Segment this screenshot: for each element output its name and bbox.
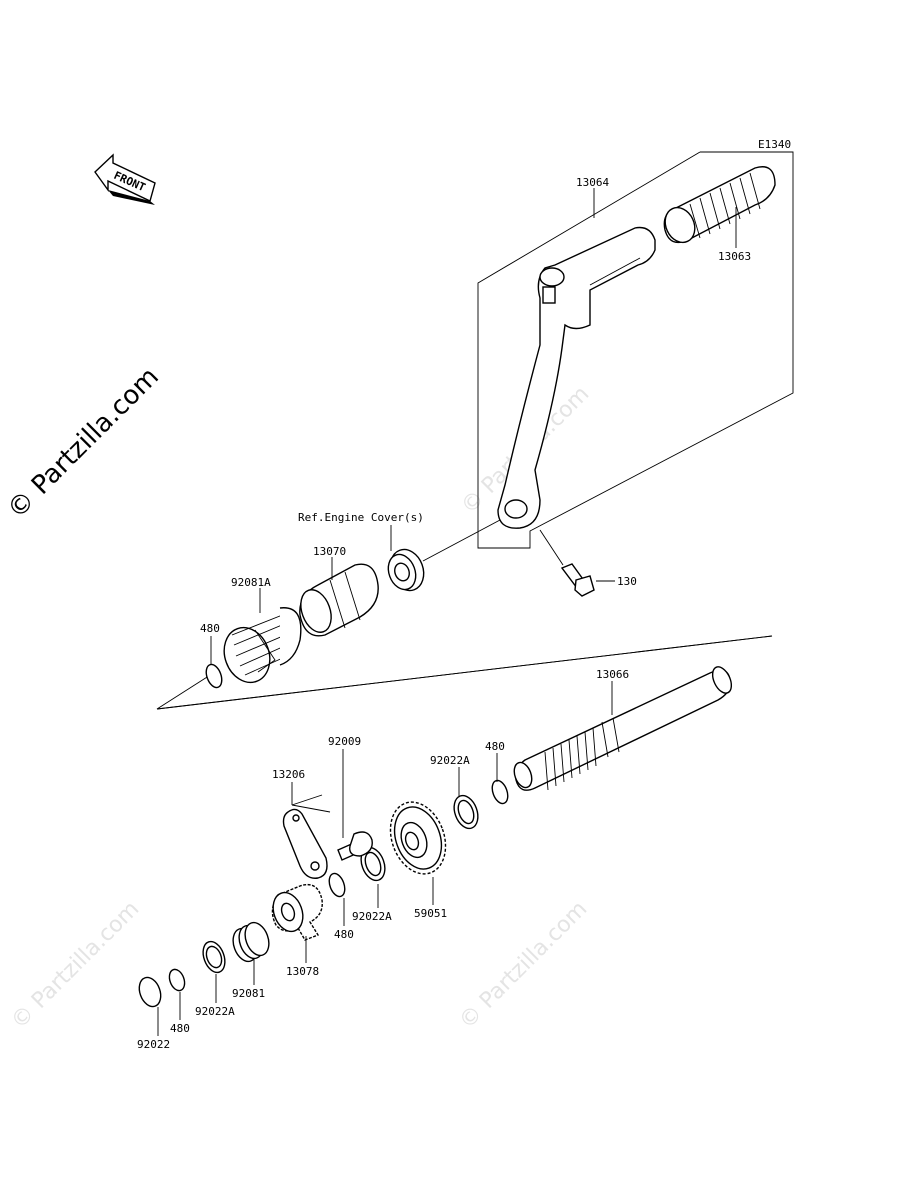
kick-spring: [223, 607, 302, 684]
callout-92022A-mid: 92022A: [352, 910, 392, 923]
ratchet: [271, 883, 323, 941]
circlip-bottom: [168, 968, 186, 992]
callout-59051: 59051: [414, 907, 447, 920]
callout-13070: 13070: [313, 545, 346, 558]
shaft-bracket-left: [156, 671, 216, 710]
callout-92081A: 92081A: [231, 576, 271, 589]
washer-92022: [138, 976, 162, 1008]
kick-shaft: [513, 666, 733, 791]
ratchet-guide: [282, 808, 328, 879]
shaft-bracket-line: [156, 635, 773, 710]
callout-480-top: 480: [200, 622, 220, 635]
callout-13066: 13066: [596, 668, 629, 681]
callout-13063: 13063: [718, 250, 751, 263]
front-arrow-icon: FRONT: [94, 153, 156, 205]
callout-13078: 13078: [286, 965, 319, 978]
callout-92081: 92081: [232, 987, 265, 1000]
reference-label: Ref.Engine Cover(s): [298, 511, 424, 524]
ratchet-spring: [232, 921, 270, 963]
collar: [299, 563, 379, 637]
bolt-130: [539, 529, 595, 597]
watermark-faint: © Partzilla.com: [7, 897, 145, 1035]
callout-480-bottom: 480: [170, 1022, 190, 1035]
callout-92022A-low: 92022A: [195, 1005, 235, 1018]
callout-92022: 92022: [137, 1038, 170, 1051]
bolt-92009: [337, 831, 373, 861]
pedal-grip: [663, 166, 776, 244]
watermark-faint: © Partzilla.com: [455, 897, 593, 1035]
circlip-top: [205, 663, 223, 689]
callout-480-mid: 480: [485, 740, 505, 753]
kick-pedal-arm: [497, 226, 656, 529]
callout-92009: 92009: [328, 735, 361, 748]
callout-13206: 13206: [272, 768, 305, 781]
callout-130: 130: [617, 575, 637, 588]
callout-13064: 13064: [576, 176, 609, 189]
washer-low: [202, 940, 226, 974]
circlip-mid: [491, 779, 509, 805]
washer-top: [453, 794, 479, 830]
washer-mid: [360, 846, 386, 882]
oil-seal: [387, 548, 425, 592]
kick-pedal-bracket: [477, 151, 794, 549]
watermark-main: © Partzilla.com: [2, 362, 165, 525]
callout-480-low: 480: [334, 928, 354, 941]
diagram-code: E1340: [758, 138, 791, 151]
callout-92022A-top: 92022A: [430, 754, 470, 767]
circlip-low: [328, 872, 346, 898]
kick-gear: [389, 801, 447, 875]
leader-lines: [157, 188, 737, 1036]
